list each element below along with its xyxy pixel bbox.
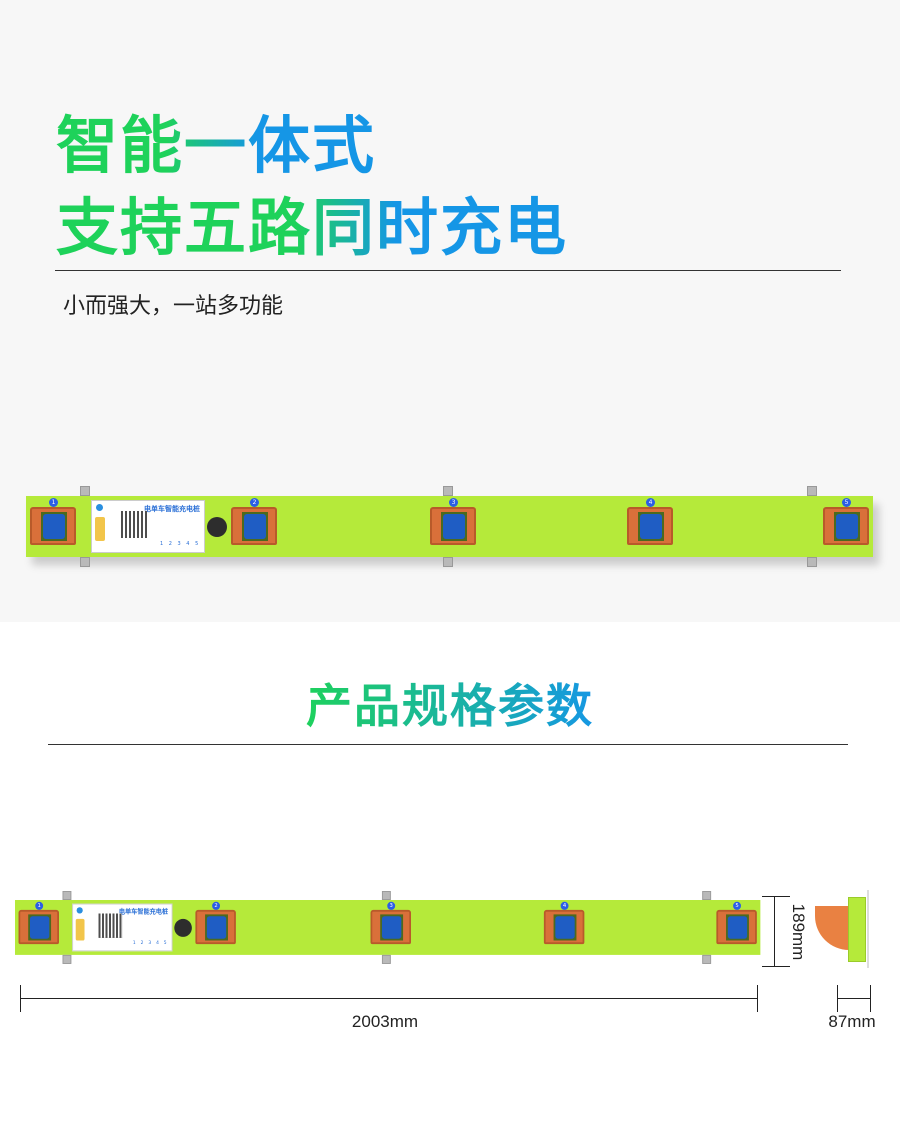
socket-number-badge: 2 [250, 498, 259, 507]
product-image-front: 1 2 3 4 5 电单车智能充电桩 1 2 3 4 5 [26, 486, 873, 567]
qr-code [98, 913, 123, 938]
socket-icon [443, 514, 465, 539]
panel-port-numbers: 1 2 3 4 5 [160, 541, 201, 547]
mounting-bracket [443, 557, 453, 567]
charging-socket [543, 909, 585, 945]
charging-socket [370, 909, 411, 945]
mounting-bracket [80, 557, 90, 567]
charging-socket [231, 507, 277, 545]
socket-number-badge: 1 [35, 901, 44, 910]
card-reader-knob [174, 918, 192, 937]
mounting-bracket [62, 954, 72, 964]
mounting-bracket [381, 954, 391, 964]
socket-number-badge: 3 [387, 901, 396, 910]
socket-icon [555, 916, 575, 939]
info-panel: 电单车智能充电桩 1 2 3 4 5 [72, 903, 173, 952]
socket-icon [640, 514, 662, 539]
socket-number-badge: 3 [449, 498, 458, 507]
charging-socket [195, 909, 236, 945]
socket-icon [206, 916, 227, 939]
battery-icon [75, 918, 85, 941]
depth-label: 87mm [828, 1012, 876, 1031]
socket-number-badge: 1 [49, 498, 58, 507]
socket-icon [29, 916, 50, 939]
charging-socket [18, 909, 59, 945]
logo-icon [76, 907, 83, 914]
mounting-bracket [807, 486, 817, 496]
mounting-bracket [381, 891, 391, 900]
hero-title-line2: 支持五路同时充电 [56, 191, 569, 264]
hero-subtitle: 小而强大，一站多功能 [63, 294, 284, 319]
socket-number-badge: 2 [212, 901, 221, 910]
socket-icon [43, 514, 65, 539]
card-reader-knob [207, 517, 227, 537]
charging-socket [627, 507, 673, 545]
length-label: 2003mm [351, 1012, 419, 1031]
mounting-bracket [702, 891, 712, 900]
socket-number-badge: 5 [842, 498, 851, 507]
socket-icon [381, 916, 402, 939]
mounting-bracket [702, 954, 712, 964]
socket-number-badge: 5 [733, 901, 741, 910]
panel-port-numbers: 1 2 3 4 5 [132, 940, 169, 946]
info-panel: 电单车智能充电桩 1 2 3 4 5 [91, 500, 205, 553]
mounting-bracket [807, 557, 817, 567]
mounting-bracket [80, 486, 90, 496]
specs-title: 产品规格参数 [0, 676, 900, 736]
divider [55, 270, 841, 271]
socket-number-badge: 4 [646, 498, 655, 507]
mounting-bracket [443, 486, 453, 496]
panel-title: 电单车智能充电桩 [144, 505, 200, 513]
height-label: 189mm [789, 903, 808, 961]
charging-socket [716, 909, 757, 945]
socket-number-badge: 4 [560, 901, 569, 910]
panel-title: 电单车智能充电桩 [118, 908, 169, 916]
qr-code [121, 511, 148, 538]
logo-icon [96, 504, 103, 511]
product-image-spec: 1 2 3 4 5 电单车智能充电桩 1 2 3 4 5 [15, 891, 761, 964]
socket-icon [727, 916, 748, 939]
hero-title-line1: 智能一体式 [56, 109, 377, 182]
battery-icon [95, 517, 105, 541]
charging-socket [823, 507, 869, 545]
charging-socket [430, 507, 476, 545]
socket-icon [244, 514, 266, 539]
divider [48, 744, 848, 745]
charging-socket [30, 507, 76, 545]
mounting-bracket [62, 891, 72, 900]
socket-icon [836, 514, 858, 539]
